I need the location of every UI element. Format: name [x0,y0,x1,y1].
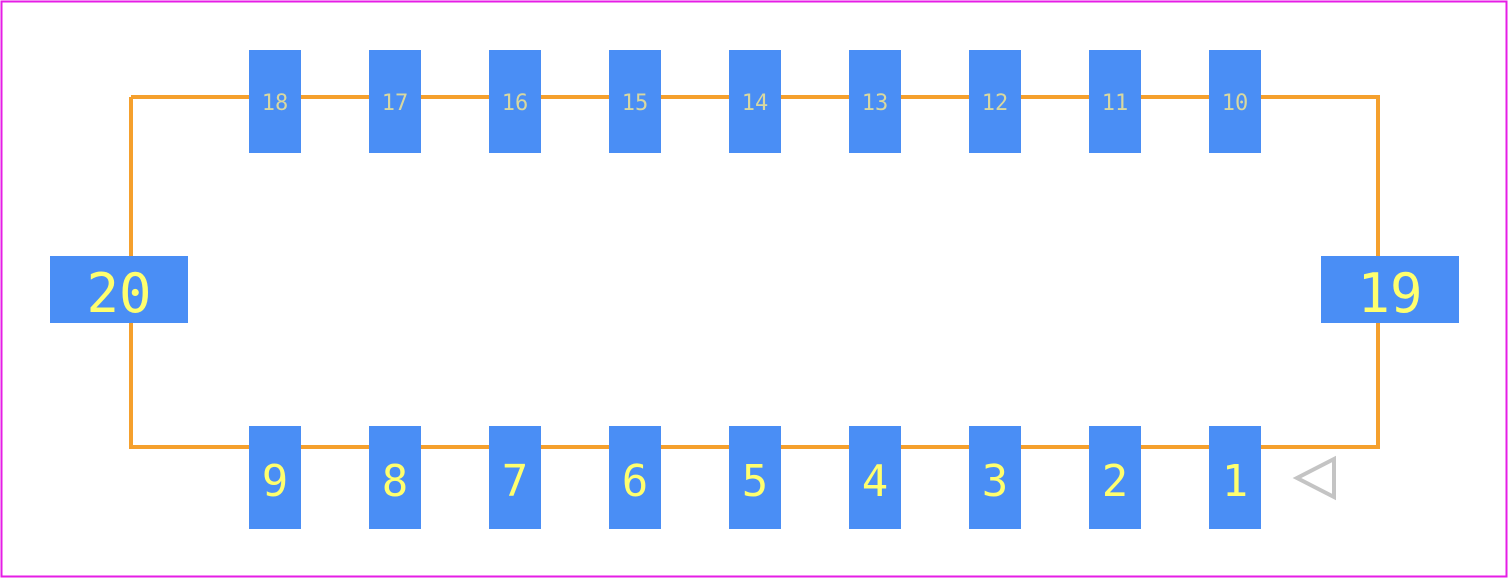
component-outline [129,95,1380,449]
pad-13-rect[interactable] [849,50,901,153]
pad-3-rect[interactable] [969,426,1021,529]
pad-2[interactable]: 2 [1089,426,1141,529]
pad-16-label: 16 [502,91,529,116]
pad-14-label: 14 [742,91,769,116]
pad-9-rect[interactable] [249,426,301,529]
pad-20-rect[interactable] [50,256,188,323]
pad-20[interactable]: 20 [50,256,188,325]
pad-7[interactable]: 7 [489,426,541,529]
pad-8-label: 8 [382,456,409,507]
pad-4-label: 4 [862,456,889,507]
pin1-triangle-icon [1292,455,1336,501]
pad-5-rect[interactable] [729,426,781,529]
pad-9-label: 9 [262,456,289,507]
pad-2-label: 2 [1102,456,1129,507]
pad-11[interactable]: 11 [1089,50,1141,153]
pad-19-rect[interactable] [1321,256,1459,323]
pad-17-rect[interactable] [369,50,421,153]
pad-8[interactable]: 8 [369,426,421,529]
pad-16-rect[interactable] [489,50,541,153]
pad-7-label: 7 [502,456,529,507]
bottom-pad-row: 9 8 7 6 5 4 3 2 1 [249,426,1261,529]
pad-17[interactable]: 17 [369,50,421,153]
pad-17-label: 17 [382,91,409,116]
pad-18[interactable]: 18 [249,50,301,153]
pad-6-rect[interactable] [609,426,661,529]
pad-4-rect[interactable] [849,426,901,529]
pad-14[interactable]: 14 [729,50,781,153]
pad-3[interactable]: 3 [969,426,1021,529]
pad-12[interactable]: 12 [969,50,1021,153]
pad-11-rect[interactable] [1089,50,1141,153]
pad-8-rect[interactable] [369,426,421,529]
pad-5-label: 5 [742,456,769,507]
pad-5[interactable]: 5 [729,426,781,529]
pad-10-label: 10 [1222,91,1249,116]
pad-18-label: 18 [262,91,289,116]
pad-9[interactable]: 9 [249,426,301,529]
pad-12-label: 12 [982,91,1009,116]
pad-1[interactable]: 1 [1209,426,1261,529]
pad-12-rect[interactable] [969,50,1021,153]
pad-14-rect[interactable] [729,50,781,153]
pad-3-label: 3 [982,456,1009,507]
pad-6[interactable]: 6 [609,426,661,529]
pad-13-label: 13 [862,91,889,116]
pad-15-label: 15 [622,91,649,116]
pad-6-label: 6 [622,456,649,507]
pad-2-rect[interactable] [1089,426,1141,529]
pad-4[interactable]: 4 [849,426,901,529]
pad-19-label: 19 [1357,262,1422,325]
pad-1-label: 1 [1222,456,1249,507]
pad-7-rect[interactable] [489,426,541,529]
pad-10-rect[interactable] [1209,50,1261,153]
top-pad-row: 18 17 16 15 14 13 12 11 10 [249,50,1261,153]
pad-15[interactable]: 15 [609,50,661,153]
pad-11-label: 11 [1102,91,1129,116]
pad-20-label: 20 [86,262,151,325]
pad-15-rect[interactable] [609,50,661,153]
pad-13[interactable]: 13 [849,50,901,153]
pad-1-rect[interactable] [1209,426,1261,529]
pad-16[interactable]: 16 [489,50,541,153]
pad-18-rect[interactable] [249,50,301,153]
pad-19[interactable]: 19 [1321,256,1459,325]
pad-10[interactable]: 10 [1209,50,1261,153]
